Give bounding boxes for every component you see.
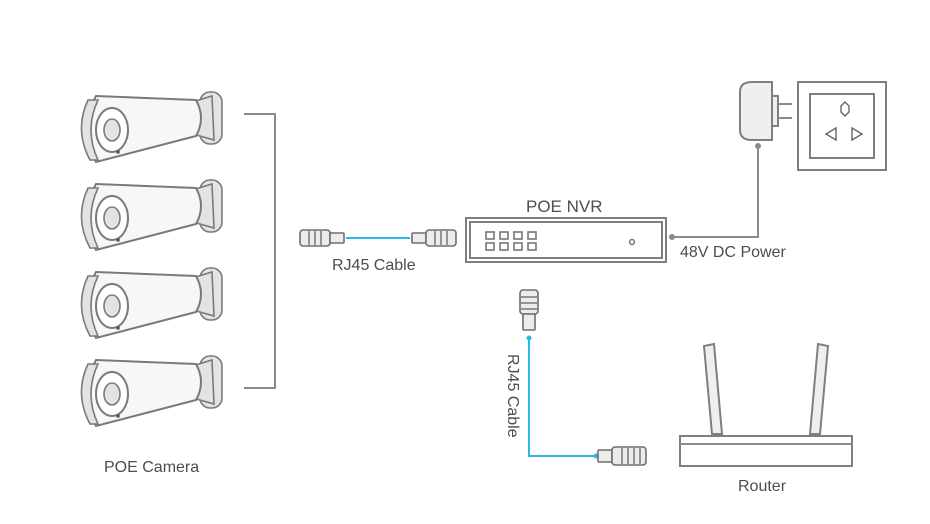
bullet-camera-icon [80, 91, 223, 164]
bullet-camera-icon [80, 267, 223, 340]
bullet-camera-icon [80, 179, 223, 252]
nvr-icon [465, 217, 667, 263]
wall-socket-icon [797, 81, 887, 171]
power-adapter-icon [739, 81, 792, 141]
dc-power-label: 48V DC Power [680, 244, 786, 261]
rj45-cable-label-vertical: RJ45 Cable [504, 354, 521, 438]
rj45-plug-icon [597, 446, 647, 466]
rj45-cable-label-horizontal: RJ45 Cable [332, 257, 416, 274]
camera-label: POE Camera [104, 459, 199, 476]
rj45-plug-icon [519, 289, 539, 331]
nvr-label: POE NVR [526, 197, 603, 216]
bullet-camera-icon [80, 355, 223, 428]
router-label: Router [738, 478, 787, 495]
dc-power-line [672, 146, 759, 238]
camera-group [80, 91, 223, 428]
router-icon [679, 342, 853, 467]
rj45-plug-icon [299, 229, 345, 247]
rj45-cable-vertical [528, 338, 596, 457]
rj45-plug-icon [411, 229, 457, 247]
camera-bus-line [244, 113, 276, 389]
